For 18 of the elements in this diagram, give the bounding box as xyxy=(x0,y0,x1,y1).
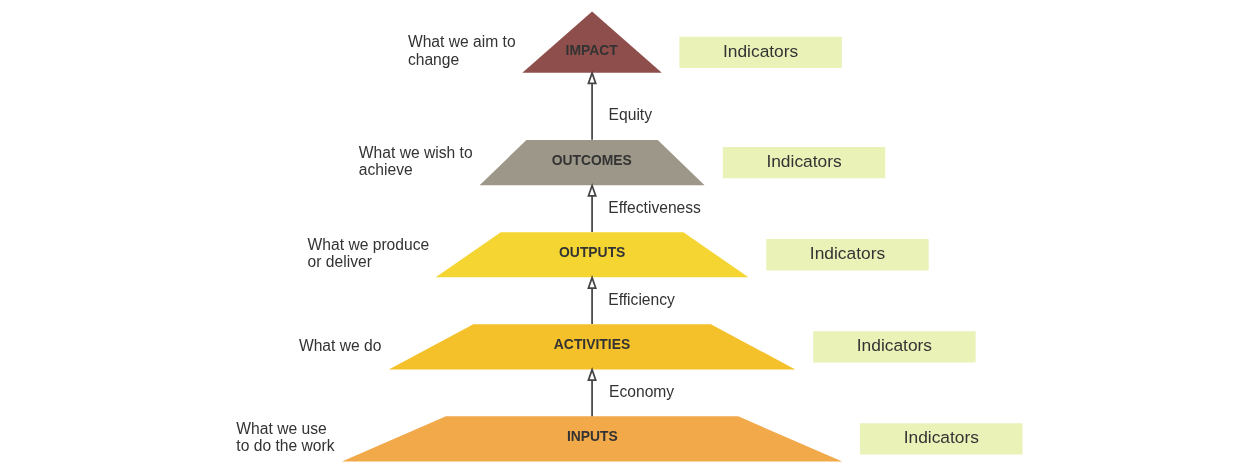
node-box: Indicators xyxy=(859,423,1023,455)
node-box: Indicators xyxy=(722,147,885,179)
label: Equity xyxy=(608,106,652,124)
node-label: What we wish to achieve xyxy=(358,143,473,179)
node-label: What we do xyxy=(298,336,381,354)
arrow xyxy=(586,70,597,141)
label: Efficiency xyxy=(607,290,675,308)
node-box: Indicators xyxy=(812,331,976,363)
arrow xyxy=(586,274,597,325)
node-label: What we aim to change xyxy=(407,33,516,68)
node-box: Indicators xyxy=(765,239,929,271)
node-box: Indicators xyxy=(678,36,842,68)
label: Economy xyxy=(608,382,674,400)
node-label: What we produce or deliver xyxy=(307,235,429,271)
node-label: What we use to do the work xyxy=(235,420,334,455)
label: Effectiveness xyxy=(607,198,701,216)
arrow xyxy=(586,182,597,233)
arrow xyxy=(586,367,597,418)
